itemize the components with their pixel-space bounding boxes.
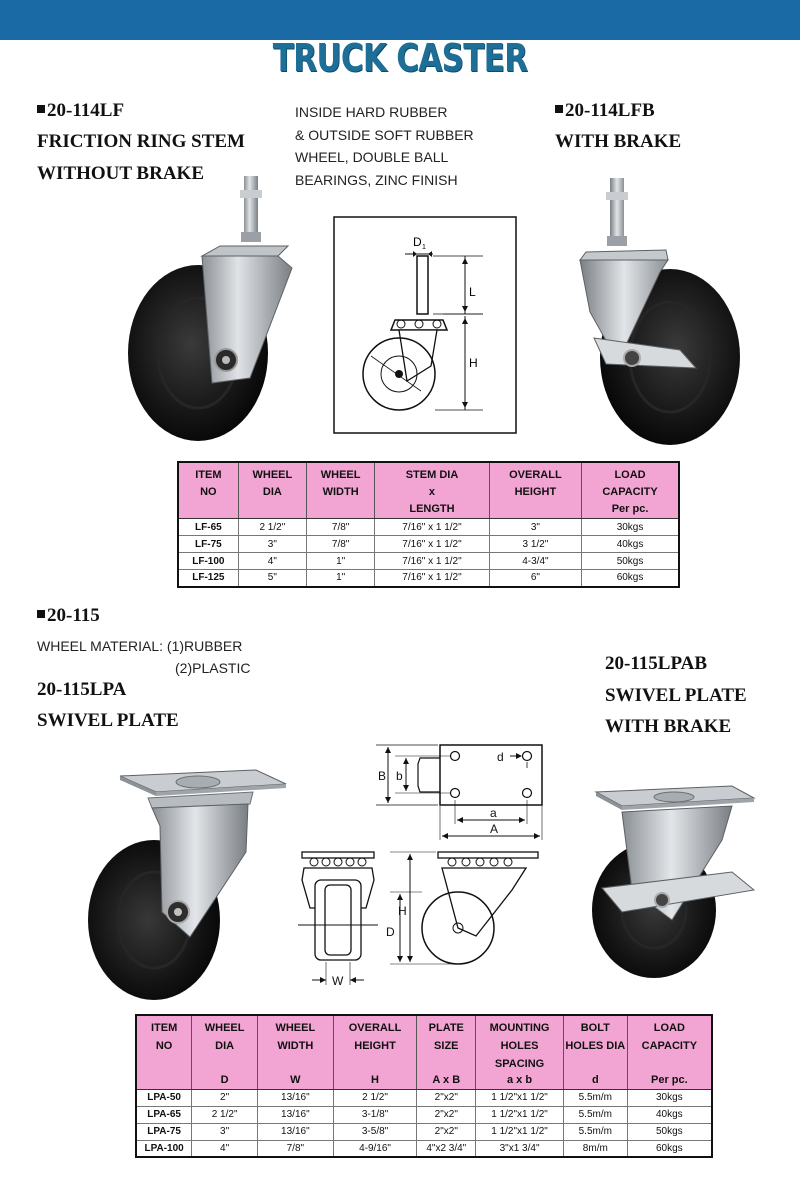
label-spacing-b: b	[396, 769, 403, 783]
label-plate-b: B	[378, 769, 386, 783]
caster-stem-brake-photo	[579, 178, 740, 445]
heading-20-114lf: 20-114LF	[37, 95, 124, 127]
subheader	[135, 1073, 193, 1090]
subheader: a x b	[475, 1073, 564, 1090]
heading-20-114lf-line1: FRICTION RING STEM	[37, 131, 245, 152]
swivel-plate-dimension-diagram: B b d a A W	[290, 740, 565, 995]
label-h: H	[469, 356, 478, 370]
wheel-material-line1: WHEEL MATERIAL: (1)RUBBER	[37, 638, 243, 654]
heading-20-114lf-line2: WITHOUT BRAKE	[37, 163, 204, 184]
label-d: D	[386, 925, 395, 939]
subheader: Per pc.	[626, 1073, 713, 1090]
caster-swivel-plate-photo	[88, 769, 287, 1000]
wheel-material-line2: (2)PLASTIC	[175, 660, 251, 676]
heading-20-115: 20-115	[37, 600, 100, 632]
heading-20-115lpab: 20-115LPAB	[605, 653, 708, 674]
heading-20-115lpab-line2: WITH BRAKE	[605, 716, 732, 737]
label-spacing-a: a	[490, 806, 497, 820]
label-d1-sub: 1	[422, 244, 426, 251]
page-title: TRUCK CASTER	[272, 36, 528, 80]
label-plate-a: A	[490, 822, 498, 836]
subheader: D	[191, 1073, 258, 1090]
heading-20-115lpa-line1: SWIVEL PLATE	[37, 710, 179, 731]
heading-20-115lpa: 20-115LPA	[37, 679, 127, 700]
top-banner-bar	[0, 0, 800, 40]
label-l: L	[469, 285, 476, 299]
label-bolt-d: d	[497, 750, 504, 764]
subheader: H	[332, 1073, 418, 1090]
heading-20-114lfb-line1: WITH BRAKE	[555, 131, 682, 152]
heading-20-114lfb: 20-114LFB	[555, 95, 655, 127]
heading-20-115lpab-line1: SWIVEL PLATE	[605, 685, 747, 706]
label-h: H	[398, 904, 407, 918]
bullet-square-icon	[555, 105, 563, 113]
material-note: INSIDE HARD RUBBER & OUTSIDE SOFT RUBBER…	[295, 104, 474, 188]
subheader: A x B	[416, 1073, 477, 1090]
label-d1: D	[413, 235, 422, 249]
caster-swivel-plate-brake-photo	[592, 785, 756, 978]
bullet-square-icon	[37, 610, 45, 618]
label-w: W	[332, 974, 344, 988]
subheader: d	[562, 1073, 628, 1090]
subheader: W	[257, 1073, 334, 1090]
stem-caster-dimension-diagram: D 1 L H	[333, 216, 517, 434]
bullet-square-icon	[37, 105, 45, 113]
caster-stem-photo	[128, 176, 293, 441]
